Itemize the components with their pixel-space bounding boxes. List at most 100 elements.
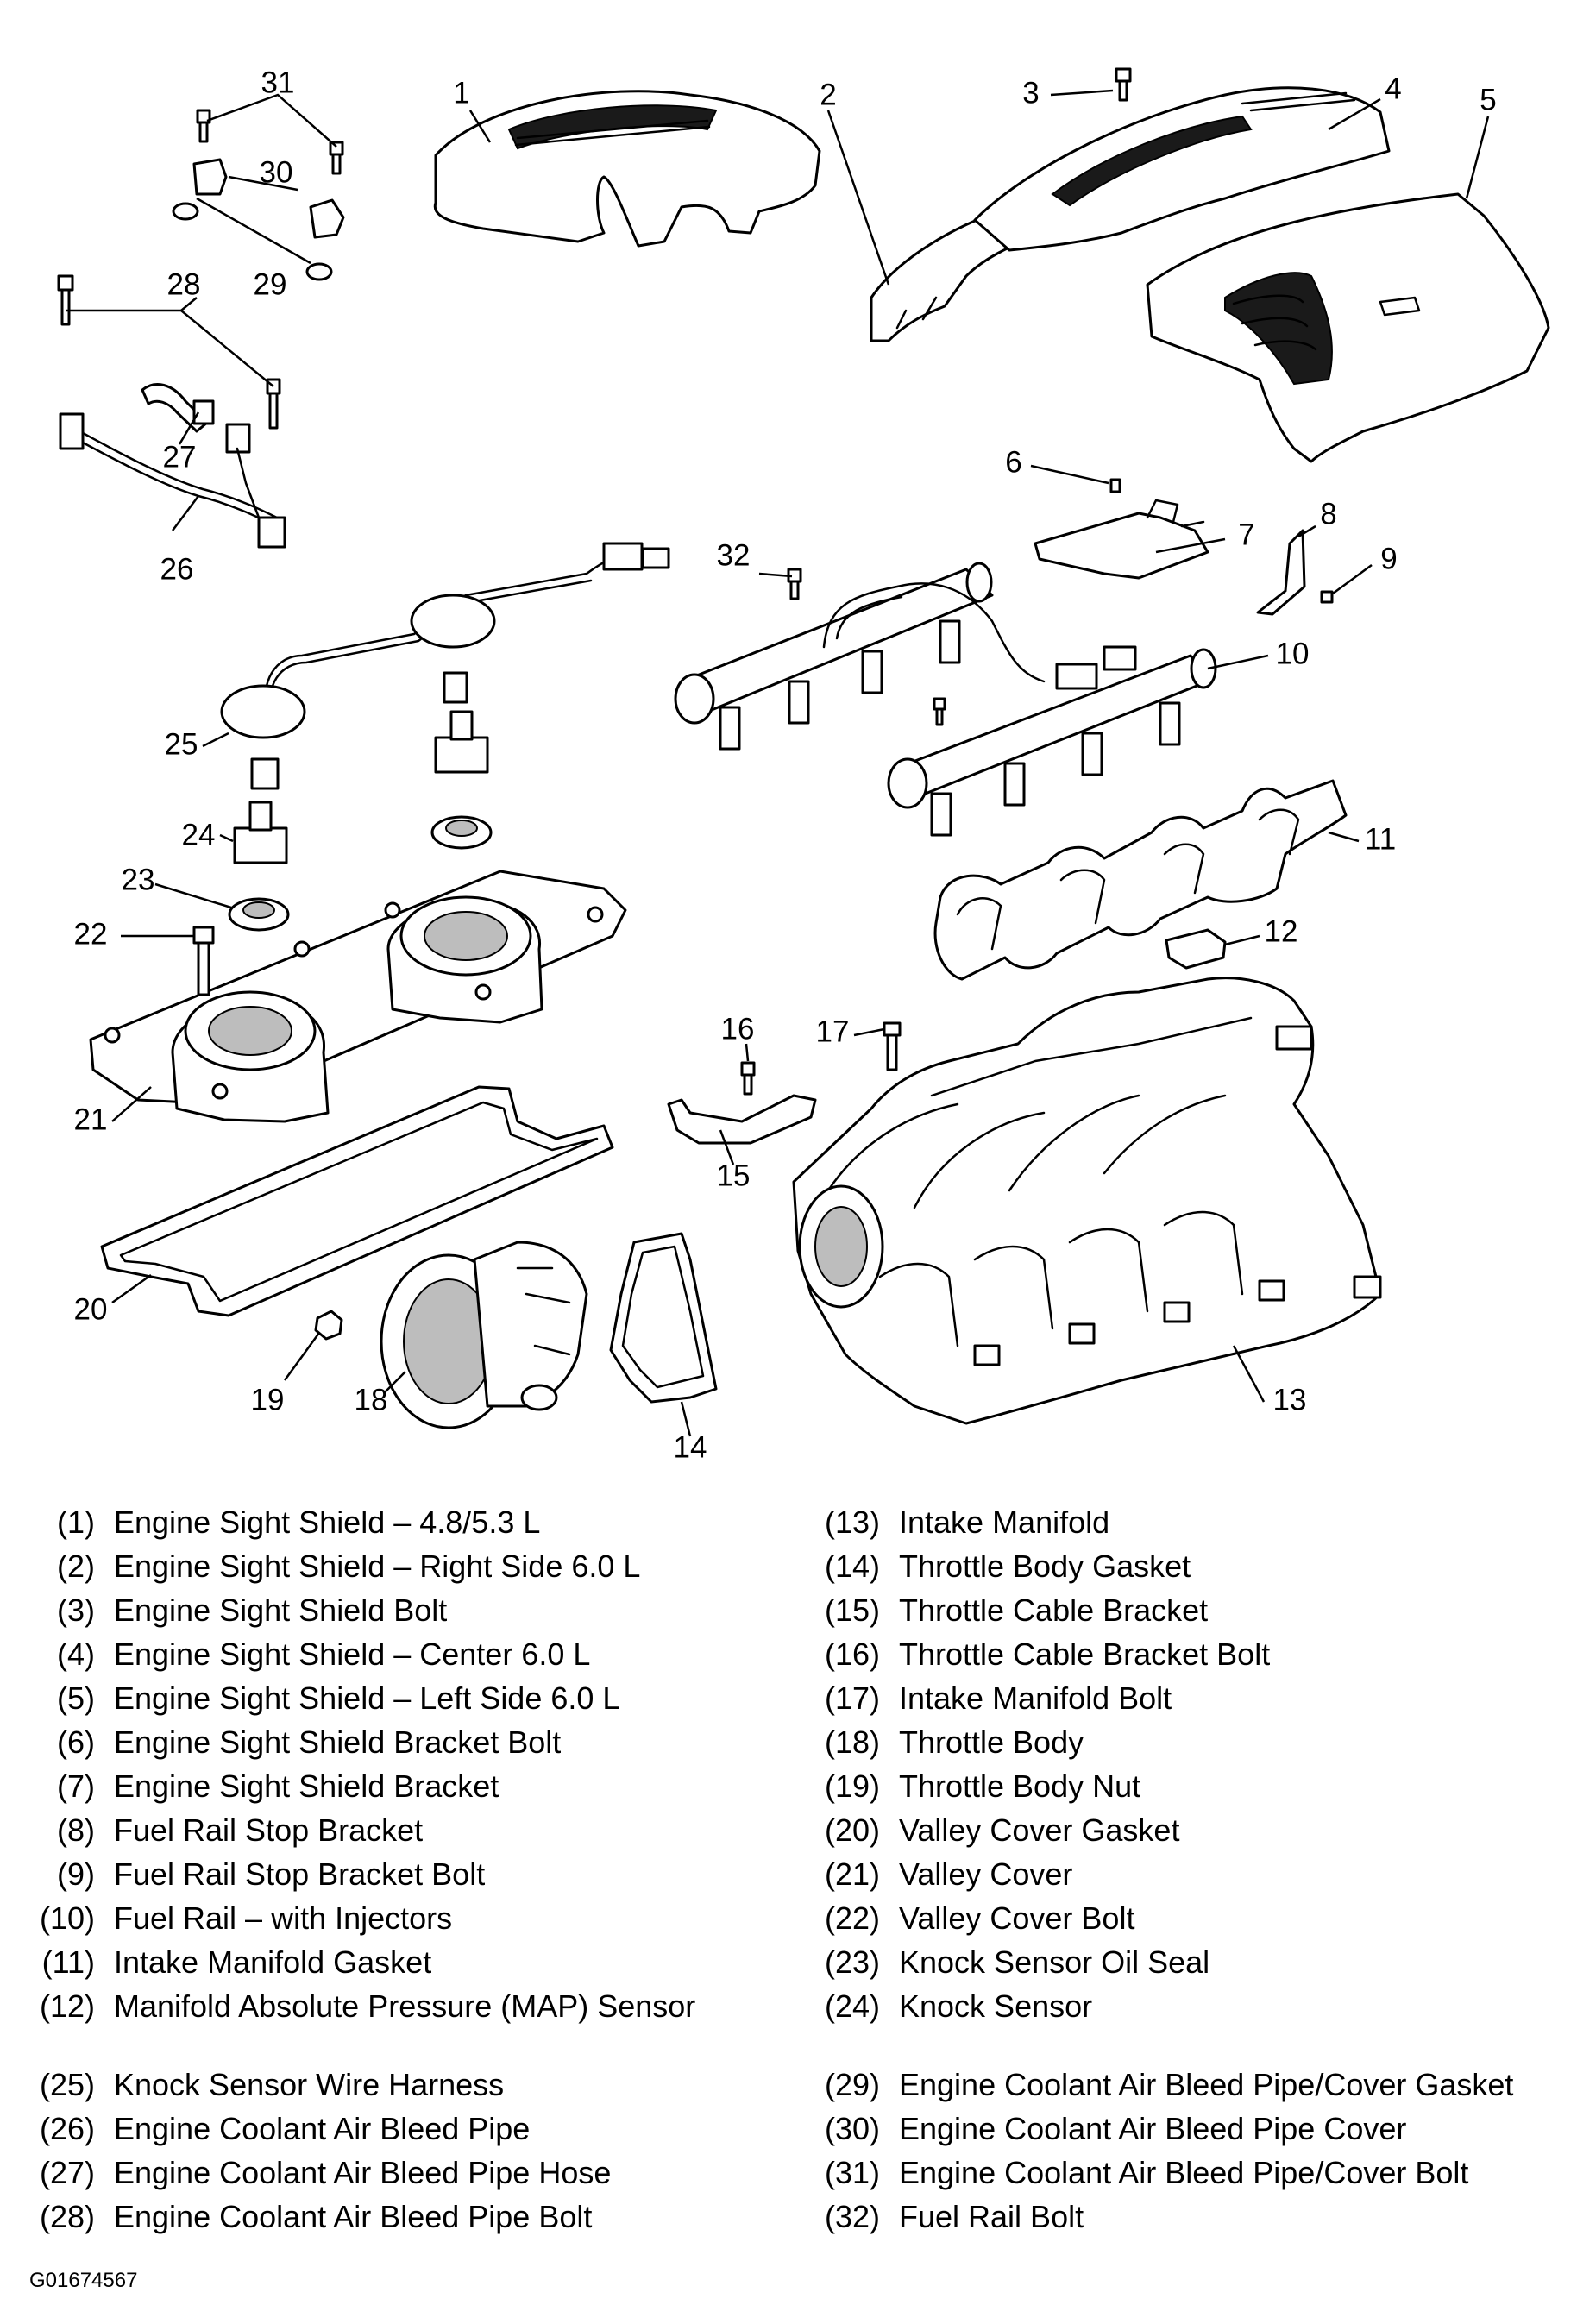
- legend-item-number: (11): [41, 1944, 95, 1980]
- legend-item: (18)Throttle Body: [785, 1721, 1544, 1764]
- callout-29: 29: [254, 267, 287, 301]
- callout-17: 17: [816, 1014, 850, 1048]
- legend-item-text: Engine Coolant Air Bleed Pipe Bolt: [114, 2199, 593, 2234]
- legend-item-text: Fuel Rail Stop Bracket Bolt: [114, 1856, 486, 1892]
- legend-item-number: (4): [57, 1636, 95, 1672]
- callout-10: 10: [1276, 637, 1310, 670]
- legend-item: (6) Engine Sight Shield Bracket Bolt: [0, 1721, 759, 1764]
- legend-item-number: (14): [824, 1548, 880, 1584]
- legend-item-text: Throttle Body Gasket: [899, 1548, 1191, 1584]
- legend-item-text: Engine Coolant Air Bleed Pipe Cover: [899, 2111, 1407, 2146]
- figure-id: G01674567: [29, 2269, 138, 2292]
- intake-manifold-bolt-part: [883, 1021, 902, 1071]
- legend-item: (27) Engine Coolant Air Bleed Pipe Hose: [0, 2151, 759, 2195]
- legend-item-text: Throttle Cable Bracket Bolt: [899, 1636, 1271, 1672]
- legend-item-number: (20): [824, 1812, 880, 1848]
- legend-item: (3)Engine Sight Shield Bolt: [0, 1589, 759, 1632]
- legend-item-text: Throttle Body Nut: [899, 1768, 1141, 1804]
- coolant-air-bleed-cover-part: [172, 109, 345, 281]
- valley-cover-gasket-part: [100, 1085, 614, 1317]
- engine-sight-shield-4.8-5.3-part: [433, 90, 821, 248]
- callout-19: 19: [251, 1383, 285, 1416]
- callout-11: 11: [1365, 822, 1396, 856]
- legend-item-number: (25): [39, 2067, 95, 2102]
- legend-item: (25)Knock Sensor Wire Harness: [0, 2063, 759, 2107]
- legend-item: (20)Valley Cover Gasket: [785, 1809, 1544, 1852]
- legend-item-text: Fuel Rail – with Injectors: [114, 1900, 453, 1936]
- legend-item: (11) Intake Manifold Gasket: [0, 1941, 759, 1984]
- legend-item: (22)Valley Cover Bolt: [785, 1897, 1544, 1940]
- fuel-rail-stop-bracket-part: [1256, 529, 1334, 616]
- legend-item-text: Valley Cover: [899, 1856, 1073, 1892]
- legend-item-text: Engine Coolant Air Bleed Pipe: [114, 2111, 531, 2146]
- legend-item-text: Intake Manifold Gasket: [114, 1944, 432, 1980]
- legend-item: (9) Fuel Rail Stop Bracket Bolt: [0, 1853, 759, 1896]
- throttle-cable-bracket-part: [667, 1061, 817, 1145]
- legend-item: (13)Intake Manifold: [785, 1501, 1544, 1544]
- legend-item-text: Knock Sensor Oil Seal: [899, 1944, 1210, 1980]
- legend-item-number: (27): [39, 2155, 95, 2190]
- legend-item-number: (16): [824, 1636, 880, 1672]
- callout-30: 30: [260, 155, 293, 189]
- legend-item-text: Fuel Rail Stop Bracket: [114, 1812, 424, 1848]
- legend-item-text: Throttle Cable Bracket: [899, 1592, 1209, 1628]
- callout-25: 25: [165, 727, 198, 761]
- legend-item: (19) Throttle Body Nut: [785, 1765, 1544, 1808]
- coolant-air-bleed-pipe-part: [57, 274, 286, 549]
- legend-item-number: (5): [57, 1680, 95, 1716]
- callout-32: 32: [717, 538, 751, 572]
- valley-cover-part: [89, 870, 627, 1123]
- legend-item: (8)Fuel Rail Stop Bracket: [0, 1809, 759, 1852]
- legend-item: (1)Engine Sight Shield – 4.8/5.3 L: [0, 1501, 759, 1544]
- legend-item-number: (7): [57, 1768, 95, 1804]
- sight-shield-bolt-part: [1115, 67, 1132, 102]
- legend-item: (16) Throttle Cable Bracket Bolt: [785, 1633, 1544, 1676]
- legend-item: (15)Throttle Cable Bracket: [785, 1589, 1544, 1632]
- legend-item-text: Engine Sight Shield Bracket Bolt: [114, 1724, 562, 1760]
- callout-7: 7: [1238, 518, 1254, 551]
- callout-9: 9: [1380, 542, 1397, 575]
- knock-sensor-part: [233, 710, 489, 864]
- engine-sight-shield-center-6.0-part: [973, 86, 1391, 252]
- legend-item-text: Intake Manifold: [899, 1504, 1110, 1540]
- callout-27: 27: [163, 440, 197, 474]
- legend-item-number: (2): [57, 1548, 95, 1584]
- legend-item-number: (31): [824, 2155, 880, 2190]
- legend-item-text: Engine Coolant Air Bleed Pipe Hose: [114, 2155, 612, 2190]
- legend-item-number: (30): [824, 2111, 880, 2146]
- throttle-body-part: [380, 1241, 588, 1429]
- parts-legend: (1)Engine Sight Shield – 4.8/5.3 L (2) Eng…: [0, 1501, 1577, 2252]
- legend-item-number: (32): [824, 2199, 880, 2234]
- legend-item-text: Engine Coolant Air Bleed Pipe/Cover Bolt: [899, 2155, 1469, 2190]
- legend-item-number: (12): [39, 1988, 95, 2024]
- legend-item-number: (21): [824, 1856, 880, 1892]
- legend-item: (28)Engine Coolant Air Bleed Pipe Bolt: [0, 2195, 759, 2239]
- callout-12: 12: [1265, 914, 1298, 948]
- legend-item: (10)Fuel Rail – with Injectors: [0, 1897, 759, 1940]
- legend-item-number: (29): [824, 2067, 880, 2102]
- throttle-body-gasket-part: [609, 1232, 718, 1404]
- valley-cover-bolt-part: [192, 926, 215, 996]
- callout-24: 24: [182, 818, 216, 851]
- callout-2: 2: [820, 78, 836, 111]
- callout-23: 23: [122, 863, 155, 896]
- callout-28: 28: [167, 267, 201, 301]
- knock-sensor-oil-seal-part: [228, 815, 493, 932]
- callout-15: 15: [717, 1159, 751, 1192]
- legend-item-number: (19): [824, 1768, 880, 1804]
- sight-shield-bracket-part: [1034, 478, 1209, 580]
- legend-item-number: (9): [57, 1856, 95, 1892]
- legend-item-number: (6): [57, 1724, 95, 1760]
- legend-item-number: (3): [57, 1592, 95, 1628]
- legend-item-text: Fuel Rail Bolt: [899, 2199, 1084, 2234]
- legend-item-number: (26): [39, 2111, 95, 2146]
- legend-item-number: (22): [824, 1900, 880, 1936]
- engine-sight-shield-left-6.0-part: [1146, 192, 1550, 463]
- callout-22: 22: [74, 917, 108, 951]
- legend-item-text: Engine Sight Shield – Left Side 6.0 L: [114, 1680, 620, 1716]
- legend-item: (4)Engine Sight Shield – Center 6.0 L: [0, 1633, 759, 1676]
- callout-31: 31: [261, 66, 295, 99]
- callout-3: 3: [1022, 76, 1039, 110]
